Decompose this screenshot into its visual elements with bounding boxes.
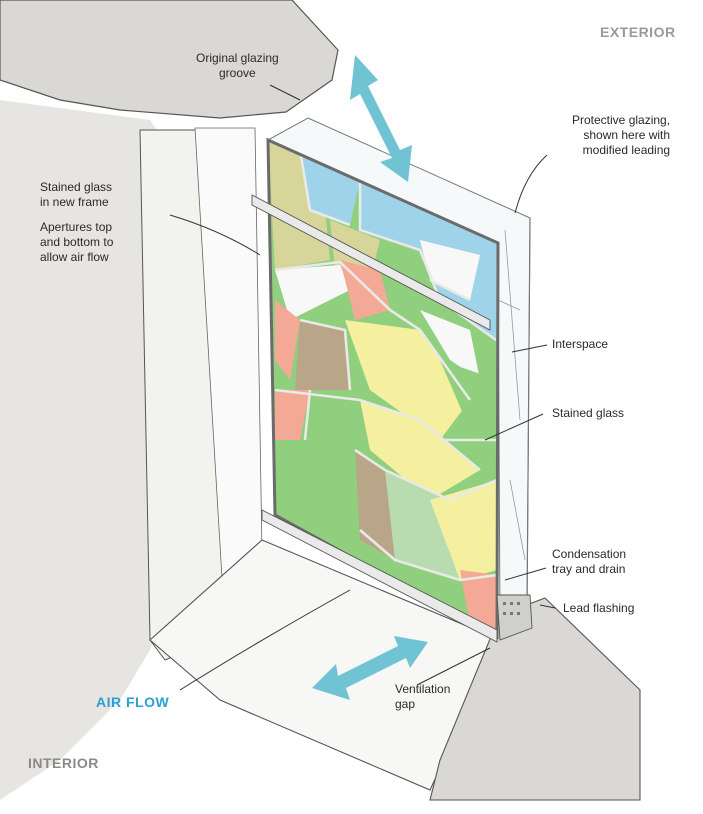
leader-lines: [169, 84, 556, 691]
protective-glazing-label: Protective glazing, shown here with modi…: [572, 113, 671, 157]
interspace-label: Interspace: [552, 337, 609, 351]
lead-flashing-label: Lead flashing: [563, 601, 635, 615]
ventilation-gap-label: Ventilation gap: [395, 682, 451, 711]
interior-label: INTERIOR: [28, 755, 99, 771]
bottom-frame-rail: [261, 509, 498, 643]
support-bar: [251, 194, 491, 331]
exterior-stone-top: [0, 0, 339, 119]
condensation-tray: [496, 594, 533, 641]
apertures-label: Apertures top and bottom to allow air fl…: [40, 220, 114, 264]
interior-air-arrow: [312, 636, 428, 700]
exterior-air-arrow: [350, 55, 412, 182]
stained-glass-new-frame-label: Stained glass in new frame: [40, 180, 113, 209]
exterior-sill-block: [429, 597, 641, 801]
air-flow-label: AIR FLOW: [96, 694, 170, 710]
stained-glass-label: Stained glass: [552, 406, 625, 420]
original-glazing-groove-label: Original glazing groove: [196, 51, 279, 80]
exterior-label: EXTERIOR: [600, 24, 676, 40]
condensation-tray-label: Condensation tray and drain: [552, 547, 627, 576]
